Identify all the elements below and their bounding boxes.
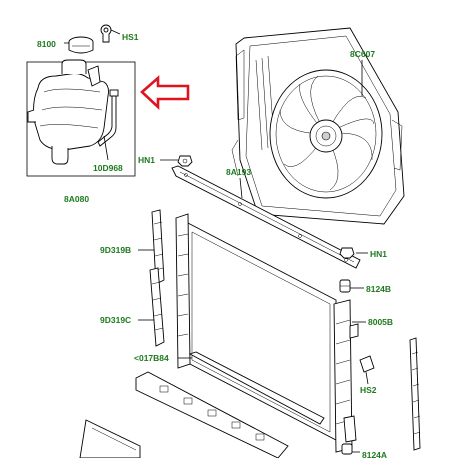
label-tank-sensor: 10D968 [93, 163, 123, 173]
label-hn1-left: HN1 [138, 155, 155, 165]
label-expansion-tank: 8A080 [64, 194, 89, 204]
label-grommet-8124a: 8124A [362, 450, 387, 458]
expansion-tank-body [33, 73, 109, 151]
cap-8100 [68, 36, 94, 54]
expansion-tank-group [26, 59, 136, 177]
seal-9d319b [151, 209, 165, 285]
label-seal-bottom: <017B84 [134, 353, 169, 363]
lower-deflector [135, 371, 289, 458]
label-hs2: HS2 [360, 385, 377, 395]
label-grommet-8124b: 8124B [366, 284, 391, 294]
radiator [175, 213, 359, 453]
label-seal-lower: 9D319C [100, 315, 131, 325]
seal-9d319c [149, 267, 165, 347]
label-seal-upper: 9D319B [100, 245, 131, 255]
right-vertical-seal [409, 337, 421, 451]
top-bracket [171, 165, 361, 269]
nut-hn1-right [339, 247, 355, 259]
grommet-8124a [341, 443, 353, 455]
label-hn1-right: HN1 [370, 249, 387, 259]
clip-hs1 [100, 24, 112, 43]
label-hs1: HS1 [122, 32, 139, 42]
label-radiator: 8005B [368, 317, 393, 327]
tank-sensor-pipe [97, 95, 117, 147]
seal-017b84 [188, 351, 325, 425]
nut-hn1-left [177, 155, 193, 167]
clip-hs2 [359, 355, 375, 373]
fan-shroud [231, 27, 405, 225]
label-fan-shroud: 8C607 [350, 49, 375, 59]
grommet-8124b [339, 279, 351, 293]
label-cap: 8100 [37, 39, 56, 49]
condenser-corner [79, 419, 141, 458]
label-bracket-top: 8A193 [226, 167, 251, 177]
red-arrow [140, 75, 190, 111]
